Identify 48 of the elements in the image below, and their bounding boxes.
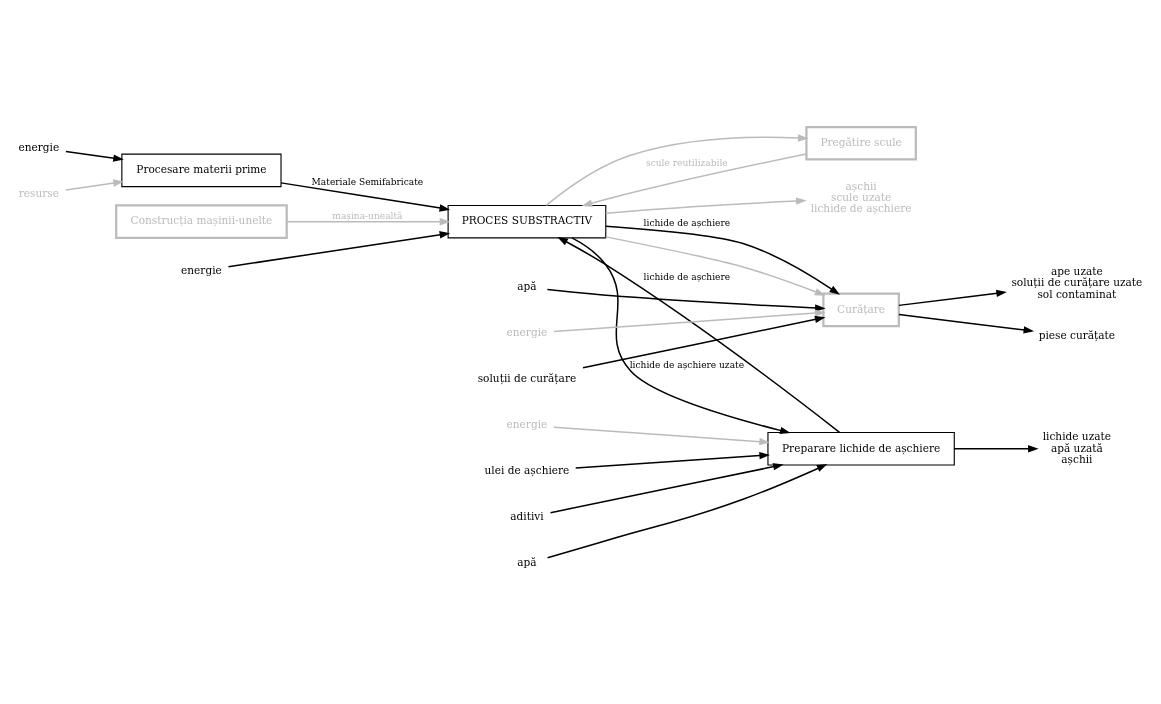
node-box: Preparare lichide de așchiere (767, 431, 955, 466)
arrow (605, 225, 840, 295)
arrow (280, 182, 451, 212)
arrow (285, 218, 451, 226)
arrow (553, 426, 770, 446)
node-box: Curățare (822, 292, 900, 328)
arrow (582, 315, 826, 369)
edge-label: lichide de așchiere (643, 217, 731, 228)
arrow (557, 236, 841, 434)
arrow (898, 313, 1035, 334)
arrow (581, 153, 808, 207)
arrow (571, 237, 791, 435)
node-text: resurse (18, 186, 59, 199)
arrow (545, 134, 809, 207)
node-box: PROCES SUBSTRACTIV (447, 204, 607, 239)
arrow (549, 463, 784, 514)
edge-label: lichide de așchiere (643, 272, 731, 283)
node-text: soluții de curățare (477, 372, 577, 385)
node-text: lichide uzate apă uzată așchii (1042, 430, 1112, 465)
arrow (227, 231, 451, 268)
arrow (65, 179, 124, 191)
node-box: Procesare materii prime (121, 153, 282, 188)
arrow (898, 289, 1007, 307)
node-box: Construcția mașinii-unelte (115, 204, 288, 240)
node-text: piese curățate (1038, 329, 1116, 342)
arrow (574, 451, 770, 469)
node-text: energie (506, 326, 548, 339)
node-text: energie (181, 263, 222, 276)
arrow (953, 445, 1039, 453)
arrow (553, 309, 826, 333)
edge-label: lichide de așchiere uzate (629, 360, 745, 371)
edge-label: scule reutilizabile (646, 158, 728, 169)
edge-label: Materiale Semifabricate (311, 177, 424, 188)
node-text: energie (18, 140, 60, 153)
node-text: așchii scule uzate lichide de așchiere (810, 179, 912, 215)
edge-label: mașina-unealtă (332, 211, 403, 222)
node-text: ulei de așchiere (484, 464, 570, 477)
arrow (65, 150, 124, 162)
arrow (605, 197, 807, 215)
node-text: ape uzate soluții de curățare uzate sol contaminat (1011, 265, 1143, 300)
arrow (546, 288, 826, 312)
node-text: apă (517, 280, 537, 293)
node-text: aditivi (510, 510, 544, 523)
node-text: apă (517, 556, 537, 569)
node-box: Pregătire scule (805, 125, 917, 161)
arrow (605, 236, 826, 296)
node-text: energie (506, 418, 548, 431)
arrow (546, 464, 828, 559)
